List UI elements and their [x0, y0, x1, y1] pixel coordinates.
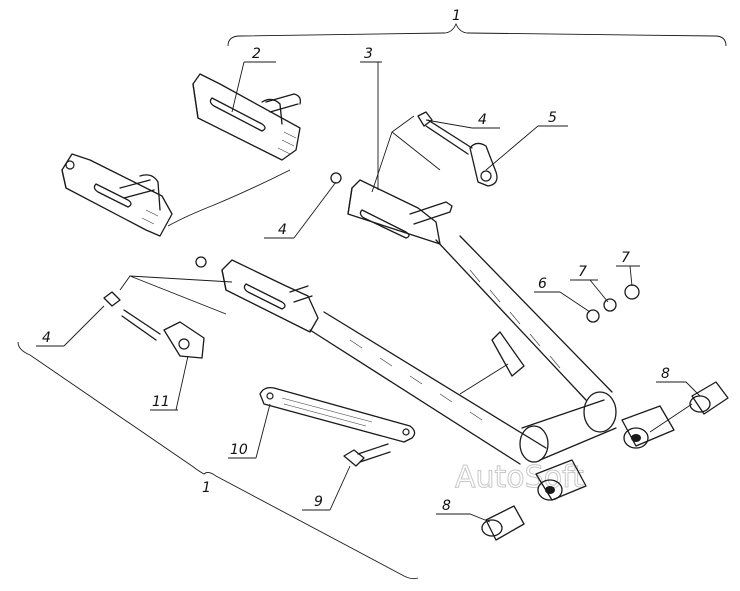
callout-9: 9 [314, 494, 323, 510]
swingarm-part-3 [221, 179, 675, 501]
nut-part-7-b [624, 284, 640, 300]
bushing-part-8-upper [689, 381, 729, 415]
bolt-part-9 [343, 443, 391, 467]
callout-4-left: 4 [42, 330, 51, 346]
top-brace [227, 22, 727, 47]
bottom-brace [17, 341, 419, 580]
callout-2: 2 [252, 46, 261, 62]
callout-5: 5 [548, 110, 557, 126]
plate-part-10 [259, 386, 416, 443]
callout-11: 11 [152, 394, 170, 410]
callout-8-upper: 8 [661, 366, 670, 382]
nut-part-4-center-b [195, 256, 207, 268]
bolt-part-4-right [417, 111, 473, 155]
callout-4-right: 4 [478, 112, 487, 128]
plate-part-11 [163, 321, 205, 359]
bushing-part-8-lower [481, 505, 525, 541]
callout-7-a: 7 [578, 264, 587, 280]
callout-3: 3 [364, 46, 373, 62]
callout-4-center: 4 [278, 222, 287, 238]
bracket-part-2 [61, 73, 302, 237]
washer-part-6 [586, 309, 600, 323]
callout-10: 10 [230, 442, 248, 458]
nut-part-7-a [603, 298, 617, 312]
callout-8-lower: 8 [442, 498, 451, 514]
callout-1-top: 1 [452, 8, 461, 24]
bolt-part-4-left [103, 291, 161, 341]
callout-6: 6 [538, 276, 547, 292]
callout-7-b: 7 [621, 250, 630, 266]
nut-part-4-center-a [330, 172, 342, 184]
callout-1-bottom: 1 [202, 480, 211, 496]
leader-lines [36, 61, 701, 523]
watermark-text: AutoSoft [455, 460, 584, 495]
plate-part-5 [469, 142, 498, 187]
